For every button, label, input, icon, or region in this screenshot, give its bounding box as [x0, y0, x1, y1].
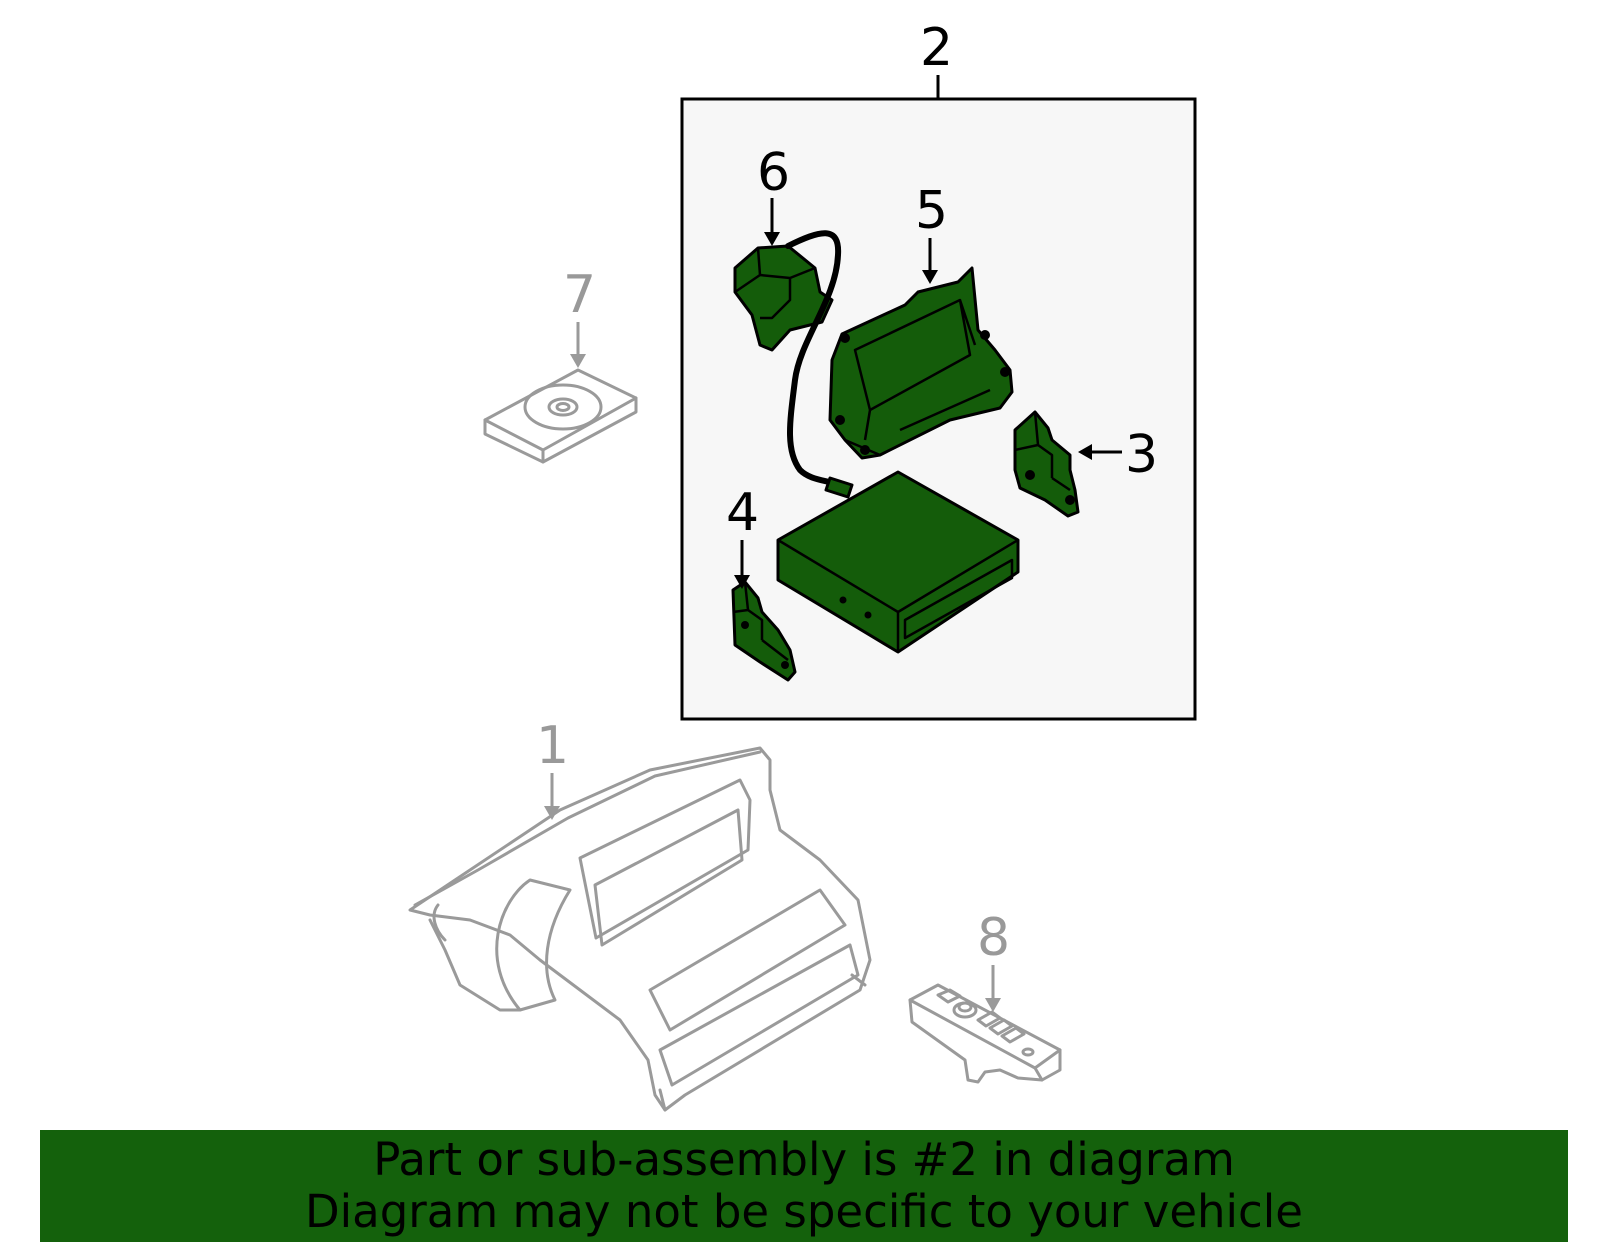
info-banner: Part or sub-assembly is #2 in diagram Di…: [40, 1130, 1568, 1242]
part-6-connector[interactable]: 6: [733, 143, 854, 499]
part-8-switch[interactable]: 8: [908, 908, 1062, 1084]
part-7-disc[interactable]: 7: [483, 265, 638, 464]
banner-line-2: Diagram may not be specific to your vehi…: [305, 1185, 1303, 1238]
part-5-bracket[interactable]: 5: [828, 181, 1014, 460]
part-1-bezel[interactable]: 1: [408, 716, 872, 1112]
part-4-bracket[interactable]: 4: [726, 483, 797, 682]
callout-2: 2: [920, 18, 953, 78]
banner-line-1: Part or sub-assembly is #2 in diagram: [373, 1133, 1235, 1186]
navigation-unit[interactable]: [776, 470, 1020, 654]
callout-8: 8: [977, 908, 1010, 968]
callout-4: 4: [726, 483, 759, 543]
callout-5: 5: [915, 181, 948, 241]
callout-7: 7: [563, 265, 596, 325]
callout-6: 6: [757, 143, 790, 203]
callout-1: 1: [536, 716, 569, 776]
callout-3: 3: [1125, 425, 1158, 485]
part-3-bracket[interactable]: 3: [1013, 410, 1158, 518]
